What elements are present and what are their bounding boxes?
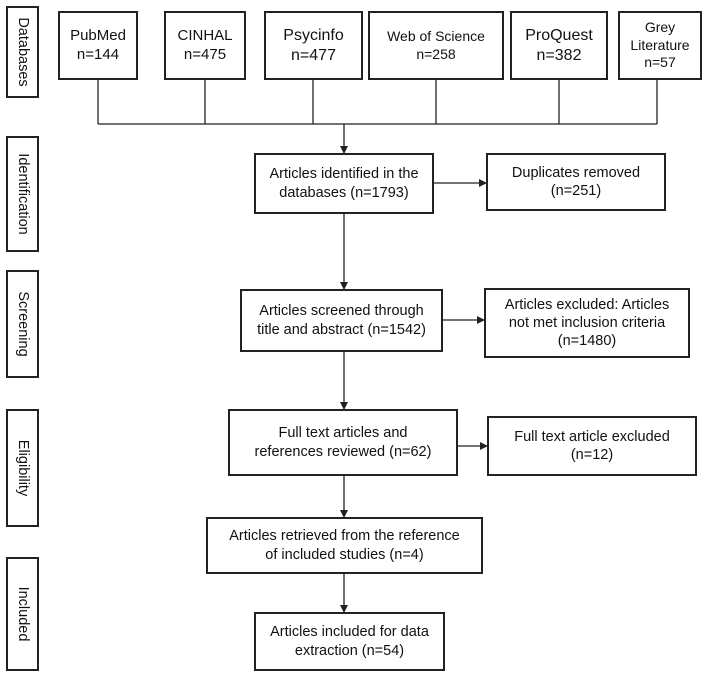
database-psycinfo-name: Psycinfo — [283, 26, 344, 44]
database-proquest: ProQuest n=382 — [510, 11, 608, 80]
database-pubmed-name: PubMed — [70, 26, 126, 44]
stage-eligibility-label: Eligibility — [14, 439, 31, 497]
database-proquest-count: n=382 — [536, 46, 582, 64]
database-cinhal-count: n=475 — [183, 45, 227, 63]
database-psycinfo-count: n=477 — [291, 46, 336, 64]
database-grey-literature-count: n=57 — [644, 54, 676, 71]
box-fulltext-reviewed: Full text articles and references review… — [228, 409, 458, 476]
box-fulltext-reviewed-text: Full text articles and references review… — [254, 425, 432, 460]
box-identified: Articles identified in the databases (n=… — [254, 153, 434, 214]
box-duplicates-removed: Duplicates removed (n=251) — [486, 153, 666, 211]
box-excluded-fulltext: Full text article excluded (n=12) — [487, 416, 697, 476]
box-identified-text: Articles identified in the databases (n=… — [269, 166, 419, 201]
box-included: Articles included for data extraction (n… — [254, 612, 445, 671]
database-web-of-science: Web of Science n=258 — [368, 11, 504, 80]
database-psycinfo: Psycinfo n=477 — [264, 11, 363, 80]
box-retrieved-references-text: Articles retrieved from the reference of… — [229, 528, 460, 563]
database-proquest-name: ProQuest — [525, 26, 593, 44]
stage-identification-label: Identification — [14, 153, 31, 235]
box-screened-text: Articles screened through title and abst… — [257, 303, 426, 338]
database-grey-literature-name: Grey Literature — [630, 19, 690, 53]
stage-databases-label: Databases — [14, 17, 31, 87]
stage-identification: Identification — [6, 136, 39, 252]
database-grey-literature: Grey Literature n=57 — [618, 11, 702, 80]
database-cinhal-name: CINHAL — [177, 26, 233, 44]
database-pubmed-count: n=144 — [76, 45, 120, 63]
stage-included-label: Included — [14, 586, 31, 642]
stage-databases: Databases — [6, 6, 39, 98]
database-pubmed: PubMed n=144 — [58, 11, 138, 80]
stage-screening-label: Screening — [14, 291, 31, 357]
database-cinhal: CINHAL n=475 — [164, 11, 246, 80]
database-web-of-science-count: n=258 — [416, 45, 456, 62]
box-excluded-fulltext-text: Full text article excluded (n=12) — [514, 428, 670, 463]
stage-screening: Screening — [6, 270, 39, 378]
database-web-of-science-name: Web of Science — [387, 28, 485, 44]
box-retrieved-references: Articles retrieved from the reference of… — [206, 517, 483, 574]
stage-included: Included — [6, 557, 39, 671]
box-excluded-screening-text: Articles excluded: Articles not met incl… — [504, 296, 670, 350]
box-screened: Articles screened through title and abst… — [240, 289, 443, 352]
box-excluded-screening: Articles excluded: Articles not met incl… — [484, 288, 690, 358]
stage-eligibility: Eligibility — [6, 409, 39, 527]
box-duplicates-removed-text: Duplicates removed (n=251) — [511, 164, 641, 199]
box-included-text: Articles included for data extraction (n… — [270, 624, 429, 659]
